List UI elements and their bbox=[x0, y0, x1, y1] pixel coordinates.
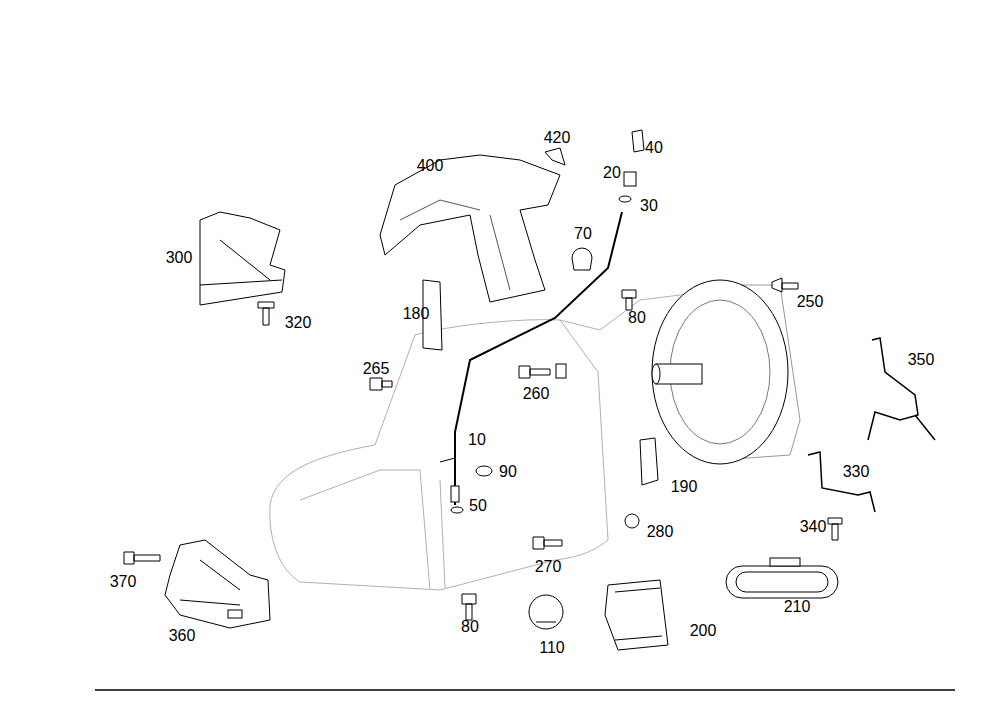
callout-number: 80 bbox=[461, 619, 479, 635]
callout-number: 340 bbox=[800, 519, 827, 535]
callout-number: 20 bbox=[603, 165, 621, 181]
callout-number: 210 bbox=[784, 599, 811, 615]
callout-number: 80 bbox=[628, 310, 646, 326]
callout-number: 370 bbox=[110, 574, 137, 590]
callout-number: 90 bbox=[499, 464, 517, 480]
callout-number: 320 bbox=[285, 315, 312, 331]
callout-number: 30 bbox=[640, 198, 658, 214]
callout-number: 360 bbox=[169, 628, 196, 644]
callout-number: 260 bbox=[523, 386, 550, 402]
callout-number: 70 bbox=[574, 226, 592, 242]
callout-number: 265 bbox=[363, 361, 390, 377]
callout-number: 190 bbox=[671, 479, 698, 495]
callout-number: 350 bbox=[908, 352, 935, 368]
callout-number: 50 bbox=[469, 498, 487, 514]
page-rule bbox=[95, 689, 955, 691]
callout-number: 10 bbox=[468, 432, 486, 448]
parts bbox=[124, 130, 935, 650]
callout-number: 200 bbox=[690, 623, 717, 639]
callout-number: 420 bbox=[544, 130, 571, 146]
callout-number: 300 bbox=[166, 250, 193, 266]
callout-number: 250 bbox=[797, 294, 824, 310]
callout-number: 400 bbox=[417, 158, 444, 174]
callout-number: 180 bbox=[403, 306, 430, 322]
callout-number: 110 bbox=[539, 640, 565, 656]
callout-number: 330 bbox=[843, 464, 870, 480]
transmission-outline bbox=[270, 290, 720, 590]
callout-number: 40 bbox=[645, 140, 663, 156]
callout-number: 280 bbox=[647, 524, 674, 540]
callout-number: 270 bbox=[535, 559, 562, 575]
